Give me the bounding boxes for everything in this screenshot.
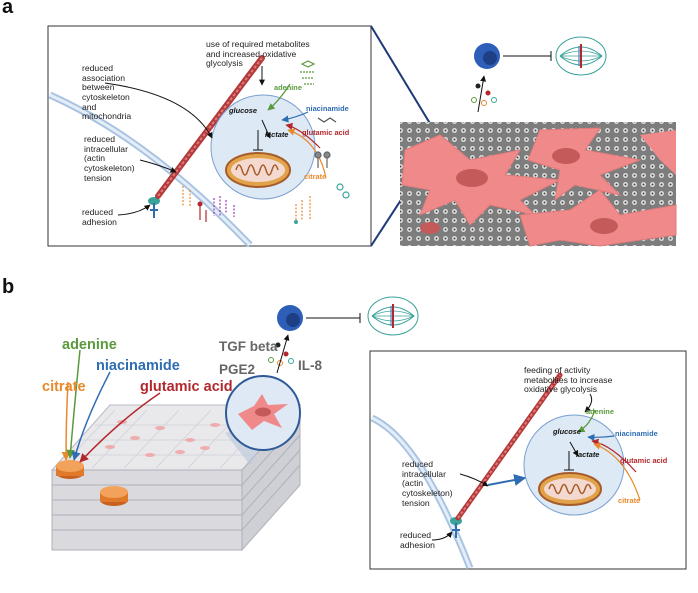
label-feeding-metabolites: feeding of activity metabolites to incre… bbox=[524, 365, 613, 395]
metabolite-citrate-b: citrate bbox=[618, 496, 641, 505]
metabolite-adenine-b: adenine bbox=[586, 407, 614, 416]
mitotic-spindle-icon bbox=[555, 36, 607, 76]
label-reduced-adhesion-b: reduced adhesion bbox=[400, 530, 435, 550]
factor-pge2: PGE2 bbox=[219, 362, 256, 377]
t-cell-icon bbox=[277, 305, 303, 331]
nucleus bbox=[456, 169, 488, 187]
panel-b-letter: b bbox=[2, 276, 15, 298]
panel-a bbox=[47, 25, 677, 248]
mitochondrion-icon bbox=[538, 472, 602, 506]
secreted-factors-icon bbox=[471, 83, 497, 106]
metabolite-niacinamide-b: niacinamide bbox=[615, 429, 658, 438]
fibroblast-cell-2 bbox=[527, 127, 642, 202]
metabolite-citrate-a: citrate bbox=[304, 172, 327, 181]
supplement-citrate: citrate bbox=[42, 379, 86, 395]
metabolite-molecules-icon bbox=[182, 60, 350, 224]
label-reduced-tension-b: reduced intracellular (actin cytoskeleto… bbox=[402, 459, 453, 508]
mitotic-spindle-icon bbox=[367, 296, 419, 336]
actin-filament-icon bbox=[455, 372, 563, 521]
metabolite-glucose-a: glucose bbox=[229, 106, 257, 115]
secreted-factors-icon bbox=[268, 342, 294, 366]
supplemented-well-icon bbox=[100, 486, 128, 506]
actin-filament-icon bbox=[155, 55, 265, 199]
supplement-adenine: adenine bbox=[62, 337, 117, 353]
panel-a-letter: a bbox=[2, 0, 14, 18]
panel-b bbox=[50, 296, 687, 570]
factor-il8: IL-8 bbox=[298, 358, 323, 373]
porous-substrate bbox=[400, 122, 677, 247]
mitochondrion-icon bbox=[225, 152, 291, 188]
metabolite-glucose-b: glucose bbox=[553, 427, 581, 436]
factor-tgf-beta: TGF beta bbox=[219, 339, 278, 354]
label-reduced-association: reduced association between cytoskeleton… bbox=[82, 63, 132, 122]
metabolite-glutamic-acid-b: glutamic acid bbox=[620, 456, 668, 465]
supplement-niacinamide: niacinamide bbox=[96, 358, 180, 374]
label-reduced-tension: reduced intracellular (actin cytoskeleto… bbox=[84, 134, 135, 183]
nucleus bbox=[420, 222, 440, 234]
integrin-icon bbox=[148, 197, 160, 218]
nucleus bbox=[590, 218, 618, 234]
supplemented-well-icon bbox=[56, 460, 84, 479]
metabolite-glutamic-acid-a: glutamic acid bbox=[302, 128, 350, 137]
metabolite-lactate-a: lactate bbox=[265, 130, 289, 139]
metabolite-lactate-b: lactate bbox=[576, 450, 600, 459]
label-reduced-adhesion: reduced adhesion bbox=[82, 207, 117, 227]
t-cell-icon bbox=[474, 43, 500, 69]
label-metabolite-use: use of required metabolites and increase… bbox=[206, 39, 310, 69]
supplement-glutamic-acid: glutamic acid bbox=[140, 379, 233, 395]
metabolite-niacinamide-a: niacinamide bbox=[306, 104, 349, 113]
fibroblast-cell-3 bbox=[519, 189, 677, 247]
metabolite-adenine-a: adenine bbox=[274, 83, 302, 92]
nucleus bbox=[552, 148, 580, 164]
